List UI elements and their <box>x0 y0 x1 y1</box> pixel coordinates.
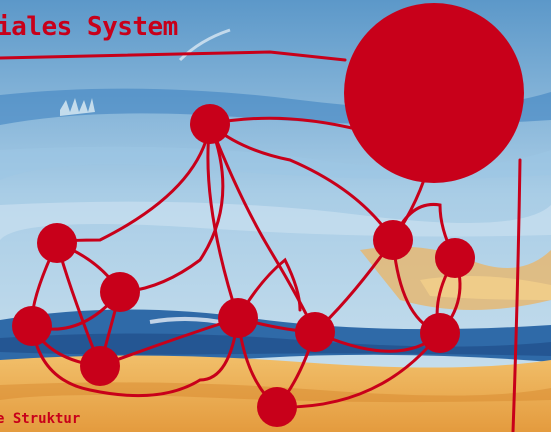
edge <box>275 331 442 409</box>
slide-title: iales System <box>0 12 178 42</box>
network-node <box>420 313 460 353</box>
sun-circle <box>344 3 524 183</box>
network-node <box>435 238 475 278</box>
edge <box>118 122 225 294</box>
edge <box>236 257 302 320</box>
network-node <box>295 312 335 352</box>
edge <box>208 122 317 334</box>
slide-caption: e Struktur <box>0 411 81 427</box>
network-node <box>257 387 297 427</box>
right-border-line <box>511 158 522 432</box>
title-underline <box>0 50 347 62</box>
network-node <box>37 223 77 263</box>
edge <box>30 316 240 398</box>
edge <box>208 116 362 132</box>
network-node <box>12 306 52 346</box>
edge <box>208 122 395 242</box>
edge <box>98 316 240 368</box>
network-node <box>218 298 258 338</box>
network-node <box>190 104 230 144</box>
network-node <box>100 272 140 312</box>
network-node <box>373 220 413 260</box>
network-node <box>80 346 120 386</box>
edge <box>55 122 212 245</box>
